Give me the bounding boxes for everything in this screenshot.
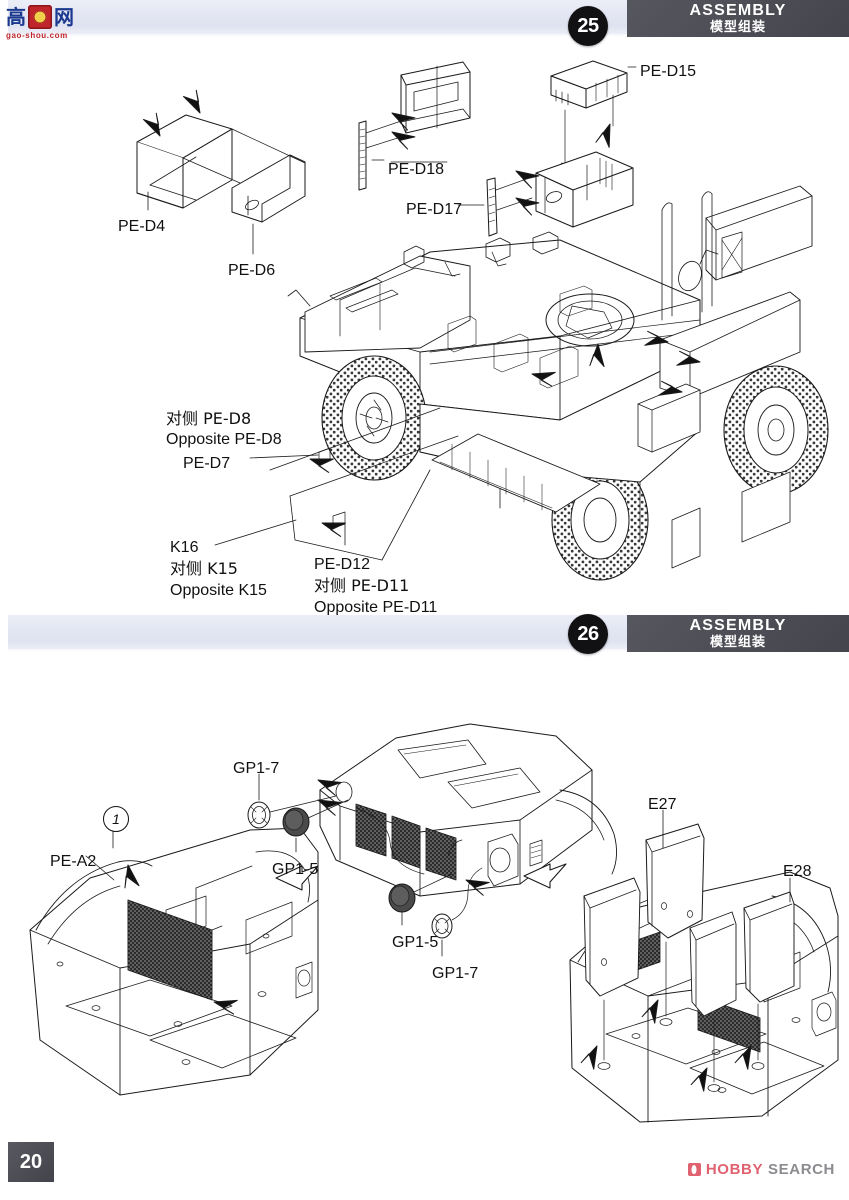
label-e28: E28: [783, 863, 812, 880]
hobby-search-watermark: HOBBY SEARCH: [687, 1161, 835, 1178]
pe-d4-part: [136, 114, 233, 209]
vehicle-main-drawing: [269, 185, 829, 581]
step-25-assembly-block: ASSEMBLY 模型组装: [627, 0, 849, 37]
assembly-title-cn-2: 模型组装: [709, 634, 766, 650]
label-pe-d8-en: Opposite PE-D8: [166, 431, 282, 449]
logo-url-text: gao-shou.com: [6, 31, 68, 40]
label-pe-d15: PE-D15: [640, 63, 697, 80]
label-group-pe-d8: 对侧 PE-D8 Opposite PE-D8: [166, 408, 282, 451]
gp1-7-ring-upper: [247, 801, 271, 829]
e27-panel: [645, 823, 705, 939]
label-pe-d6: PE-D6: [228, 262, 276, 279]
front-body-shell: [319, 723, 617, 897]
label-group-k16: K16 对侧 K15 Opposite K15: [170, 537, 267, 601]
label-pe-d11-en: Opposite PE-D11: [314, 598, 438, 616]
pe-d15-box: [550, 60, 628, 109]
pe-d6-part: [182, 128, 306, 223]
label-pe-d8-cn: 对侧 PE-D8: [166, 409, 252, 428]
e28-panel: [743, 891, 795, 1003]
label-gp1-7-b: GP1-7: [432, 965, 479, 982]
label-pe-d4: PE-D4: [118, 218, 166, 235]
step-25-number-badge: 25: [568, 6, 608, 46]
assembly-title-en: ASSEMBLY: [689, 1, 787, 19]
label-gp1-5-a: GP1-5: [272, 861, 319, 878]
step-26-assembly-block: ASSEMBLY 模型组装: [627, 615, 849, 652]
site-logo[interactable]: 高 网 gao-shou.com: [6, 3, 114, 43]
label-pe-d18: PE-D18: [388, 161, 445, 178]
pe-d17-strip: [486, 176, 533, 237]
step-26-number-badge: 26: [568, 614, 608, 654]
hobby-search-logo-icon: [687, 1163, 701, 1176]
e28-panel-inner: [689, 911, 737, 1017]
step-26-header: ASSEMBLY 模型组装: [8, 615, 849, 652]
e27-panel-inner: [583, 877, 641, 997]
label-k15-cn: 对侧 K15: [170, 559, 238, 579]
gp1-5-lens-lower: [388, 883, 416, 913]
label-gp1-5-b: GP1-5: [392, 934, 439, 951]
step-25-header-band: [8, 0, 627, 37]
assembly-title-cn: 模型组装: [709, 19, 766, 35]
label-group-pe-d12: PE-D12 对侧 PE-D11 Opposite PE-D11: [314, 554, 437, 618]
watermark-search-text: SEARCH: [768, 1161, 835, 1178]
logo-seal-icon: [28, 4, 52, 29]
pe-d15-receiver-box: [535, 151, 634, 228]
pe-d18-frame: [400, 61, 471, 134]
gp1-5-lens-upper: [282, 807, 310, 837]
label-pe-d12: PE-D12: [314, 556, 371, 573]
label-k16: K16: [170, 539, 199, 556]
watermark-hobby-text: HOBBY: [705, 1161, 764, 1178]
label-pe-a2: PE-A2: [50, 853, 97, 870]
label-gp1-7-a: GP1-7: [233, 760, 280, 777]
logo-glyph-row: 高 网: [6, 3, 114, 30]
assembly-title-en-2: ASSEMBLY: [689, 616, 787, 634]
label-k15-en: Opposite K15: [170, 581, 267, 599]
page-number-block: 20: [8, 1142, 54, 1182]
label-e27: E27: [648, 796, 677, 813]
assembly-direction-arrow-right: [523, 863, 567, 889]
callout-sub-assembly-1: 1: [103, 806, 129, 832]
rear-hull-tub: [569, 871, 839, 1123]
step-26-header-band: [8, 615, 627, 652]
label-pe-d7: PE-D7: [183, 455, 231, 472]
step-25-header: ASSEMBLY 模型组装: [8, 0, 849, 37]
label-pe-d11-cn: 对侧 PE-D11: [314, 576, 410, 596]
logo-char-right: 网: [54, 4, 74, 29]
label-pe-d17: PE-D17: [406, 201, 463, 218]
logo-char-left: 高: [6, 4, 26, 29]
